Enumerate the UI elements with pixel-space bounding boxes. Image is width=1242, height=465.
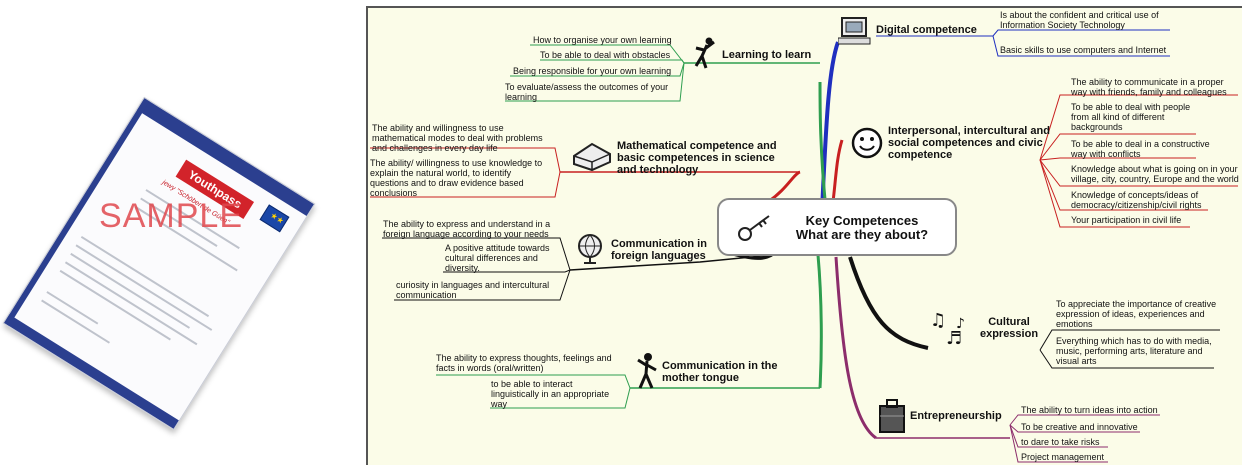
foreign-item: The ability to express and understand in… (383, 219, 551, 239)
mother-title: Communication in the mother tongue (662, 360, 778, 384)
center-title: Key Competences What are they about? (795, 213, 929, 242)
learning-item: To evaluate/assess the outcomes of your … (505, 82, 669, 102)
entrepreneurship-title: Entrepreneurship (910, 410, 1002, 422)
entrepreneurship-item: The ability to turn ideas into action (1021, 405, 1158, 415)
cultural-branch (848, 256, 929, 350)
mother-item: The ability to express thoughts, feeling… (436, 353, 612, 373)
digital-title: Digital competence (876, 24, 977, 36)
digital-item: Is about the confident and critical use … (1000, 10, 1159, 30)
foreign-item: curiosity in languages and intercultural… (396, 280, 550, 300)
climber-icon (694, 37, 715, 69)
svg-text:♫: ♫ (930, 310, 946, 331)
interpersonal-item: To be able to deal with people from all … (1071, 102, 1191, 132)
globe-icon (578, 234, 602, 264)
person-icon (637, 353, 657, 389)
math-item: The ability/ willingness to use knowledg… (370, 158, 543, 198)
interpersonal-item: Knowledge of concepts/ideas of democracy… (1071, 190, 1202, 210)
learning-item: To be able to deal with obstacles (540, 50, 671, 60)
interpersonal-item: Your participation in civil life (1071, 215, 1182, 225)
cultural-item: To appreciate the importance of creative… (1056, 299, 1217, 329)
foreign-title: Communication in foreign languages (611, 238, 707, 262)
smiley-icon (851, 127, 883, 159)
music-notes-icon: ♫ ♬ ♪ (930, 310, 965, 348)
mother-item: to be able to interact linguistically in… (491, 379, 610, 409)
learning-branch (818, 81, 828, 211)
center-node: Key Competences What are they about? (717, 198, 957, 256)
digital-item: Basic skills to use computers and Intern… (1000, 45, 1167, 55)
learning-title: Learning to learn (722, 49, 812, 61)
math-item: The ability and willingness to use mathe… (372, 123, 543, 153)
learning-item: Being responsible for your own learning (513, 66, 672, 76)
cultural-title: Cultural expression (979, 316, 1039, 340)
entrepreneurship-item: to dare to take risks (1021, 437, 1100, 447)
mother-branch (816, 254, 823, 389)
interpersonal-item: To be able to deal in a constructive way… (1071, 139, 1210, 159)
key-icon (738, 215, 770, 241)
entrepreneurship-branch (834, 256, 877, 440)
interpersonal-item: The ability to communicate in a proper w… (1071, 77, 1227, 97)
foreign-item: A positive attitude towards cultural dif… (445, 243, 550, 273)
interpersonal-title: Interpersonal, intercultural and social … (888, 125, 1050, 161)
briefcase-icon (879, 399, 905, 433)
learning-item: How to organise your own learning (533, 35, 672, 45)
math-title: Mathematical competence and basic compet… (617, 140, 777, 176)
interpersonal-item: Knowledge about what is going on in your… (1071, 164, 1239, 184)
svg-text:♬: ♬ (946, 328, 962, 348)
cultural-item: Everything which has to do with media, m… (1056, 336, 1212, 366)
svg-text:♪: ♪ (956, 316, 965, 332)
cheese-icon (573, 142, 611, 172)
computer-icon (838, 17, 871, 45)
entrepreneurship-item: To be creative and innovative (1021, 422, 1138, 432)
entrepreneurship-item: Project management (1021, 452, 1105, 462)
